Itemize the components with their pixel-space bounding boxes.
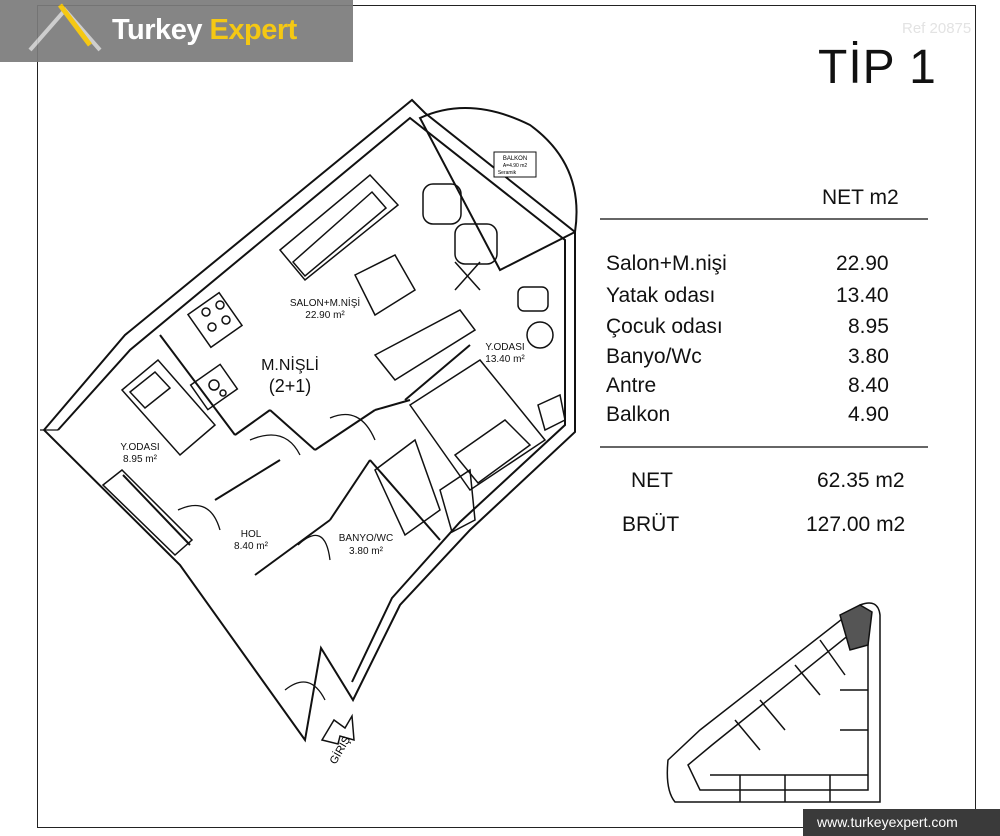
mnis-type: (2+1) <box>269 376 312 396</box>
reference-number: Ref 20875 <box>902 20 972 37</box>
balcony-floor: Seramik <box>498 170 517 176</box>
logo-mark-icon <box>28 3 102 52</box>
salon-furniture <box>186 173 477 411</box>
brand-name-part1: Turkey <box>112 14 202 46</box>
website-footer: www.turkeyexpert.com <box>803 809 1000 836</box>
table-top-rule <box>600 218 928 220</box>
row-label-child-room: Çocuk odası <box>606 315 723 338</box>
doors <box>40 413 376 701</box>
row-value-hall: 8.40 <box>848 374 889 397</box>
net-total-value: 62.35 m2 <box>817 469 905 492</box>
row-value-bathroom: 3.80 <box>848 345 889 368</box>
brand-logo: Turkey Expert <box>0 0 353 62</box>
apartment-outline <box>42 98 576 743</box>
balcony-furniture <box>422 183 498 291</box>
row-label-bedroom: Yatak odası <box>606 284 716 307</box>
child-room-area: 8.95 m² <box>123 454 158 465</box>
bedroom-label: Y.ODASI <box>485 342 524 353</box>
hall-label: HOL <box>241 529 262 540</box>
plan-type-title: TİP 1 <box>818 41 937 94</box>
small-bedroom-furniture <box>101 358 217 557</box>
child-room-label: Y.ODASI <box>120 442 159 453</box>
website-url: www.turkeyexpert.com <box>817 814 958 830</box>
balcony-label-box: BALKON A=4.90 m2 Seramik <box>493 151 537 178</box>
brand-name-part2: Expert <box>201 14 298 46</box>
net-total-label: NET <box>631 469 673 492</box>
salon-area: 22.90 m² <box>305 310 345 321</box>
mnis-label: M.NİŞLİ <box>261 355 319 374</box>
hall-area: 8.40 m² <box>234 541 269 552</box>
drawing-frame <box>37 5 976 828</box>
bathroom-label: BANYO/WC <box>339 533 393 544</box>
internal-walls <box>122 334 471 576</box>
key-plan <box>666 602 881 803</box>
row-label-balcony: Balkon <box>606 403 671 426</box>
gross-total-label: BRÜT <box>622 513 680 536</box>
salon-label: SALON+M.NİŞİ <box>290 296 360 309</box>
bedroom-area: 13.40 m² <box>485 354 525 365</box>
row-label-salon: Salon+M.nişi <box>606 252 727 275</box>
room-labels: SALON+M.NİŞİ 22.90 m² M.NİŞLİ (2+1) Y.OD… <box>120 296 525 557</box>
table-bottom-rule <box>600 446 928 448</box>
row-value-bedroom: 13.40 <box>836 284 889 307</box>
brand-name: Turkey Expert <box>112 14 297 47</box>
balcony-area: A=4.90 m2 <box>503 163 528 169</box>
row-label-bathroom: Banyo/Wc <box>606 345 702 368</box>
bathroom-area: 3.80 m² <box>349 546 384 557</box>
gross-total-value: 127.00 m2 <box>806 513 906 536</box>
balcony-outline <box>418 107 578 272</box>
row-label-hall: Antre <box>606 374 657 397</box>
bedroom-furniture <box>374 286 566 537</box>
table-header: NET m2 <box>822 186 899 209</box>
row-value-child-room: 8.95 <box>848 315 889 338</box>
row-value-balcony: 4.90 <box>848 403 889 426</box>
balcony-label: BALKON <box>503 156 527 162</box>
row-value-salon: 22.90 <box>836 252 889 275</box>
